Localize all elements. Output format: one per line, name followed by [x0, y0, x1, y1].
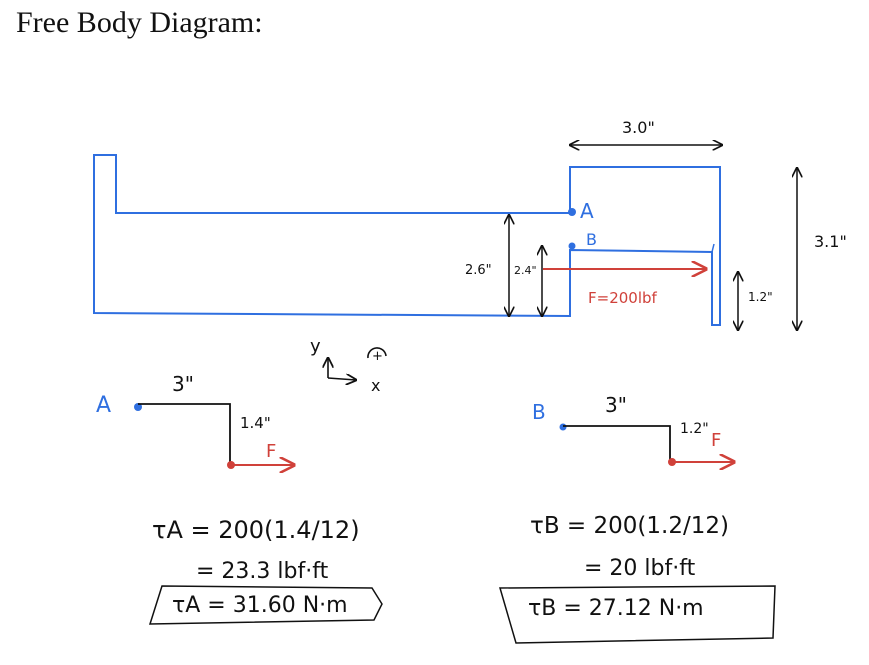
sub-diagram-b [559, 423, 735, 467]
eq-a-line3: τA = 31.60 N·m [172, 593, 348, 618]
sub-a-vertical-label: 1.4" [240, 414, 271, 432]
sub-a-point-label: A [96, 393, 111, 418]
axes-icon [328, 347, 387, 380]
point-a-dot [568, 208, 576, 216]
sub-b-vertical-label: 1.2" [680, 421, 709, 437]
sub-a-horizontal-label: 3" [172, 372, 194, 396]
sub-diagram-a [134, 403, 294, 469]
axis-y-label: y [310, 336, 321, 357]
point-b-dot [568, 242, 576, 250]
sub-a-force-label: F [266, 441, 276, 462]
force-label-main: F=200lbf [588, 289, 658, 307]
eq-a-box [148, 585, 383, 625]
axis-x-label: x [371, 376, 380, 395]
dimension-lines [509, 145, 797, 330]
dim-a-label: 2.6" [465, 263, 492, 278]
sub-b-force-label: F [711, 430, 721, 451]
wrench-outline [93, 154, 721, 326]
eq-a-line1: τA = 200(1.4/12) [152, 516, 360, 544]
eq-b-box [499, 585, 776, 644]
sub-b-horizontal-label: 3" [605, 393, 627, 417]
sub-b-point-label: B [532, 400, 546, 424]
point-b-label: B [586, 230, 597, 249]
dim-tip-label: 1.2" [748, 290, 773, 304]
point-a-label: A [580, 199, 594, 223]
dim-b-label: 2.4" [514, 264, 537, 277]
page-title: Free Body Diagram: [16, 6, 263, 39]
dim-top-label: 3.0" [622, 118, 655, 137]
eq-b-line1: τB = 200(1.2/12) [530, 513, 729, 539]
eq-b-line3: τB = 27.12 N·m [528, 596, 704, 621]
sub-b-point-dot [559, 423, 567, 431]
eq-b-line2: = 20 lbf·ft [584, 556, 696, 581]
eq-a-line2: = 23.3 lbf·ft [196, 559, 329, 584]
ccw-sign: + [372, 349, 383, 364]
dim-right-label: 3.1" [814, 232, 847, 251]
sub-a-point-dot [134, 403, 142, 411]
